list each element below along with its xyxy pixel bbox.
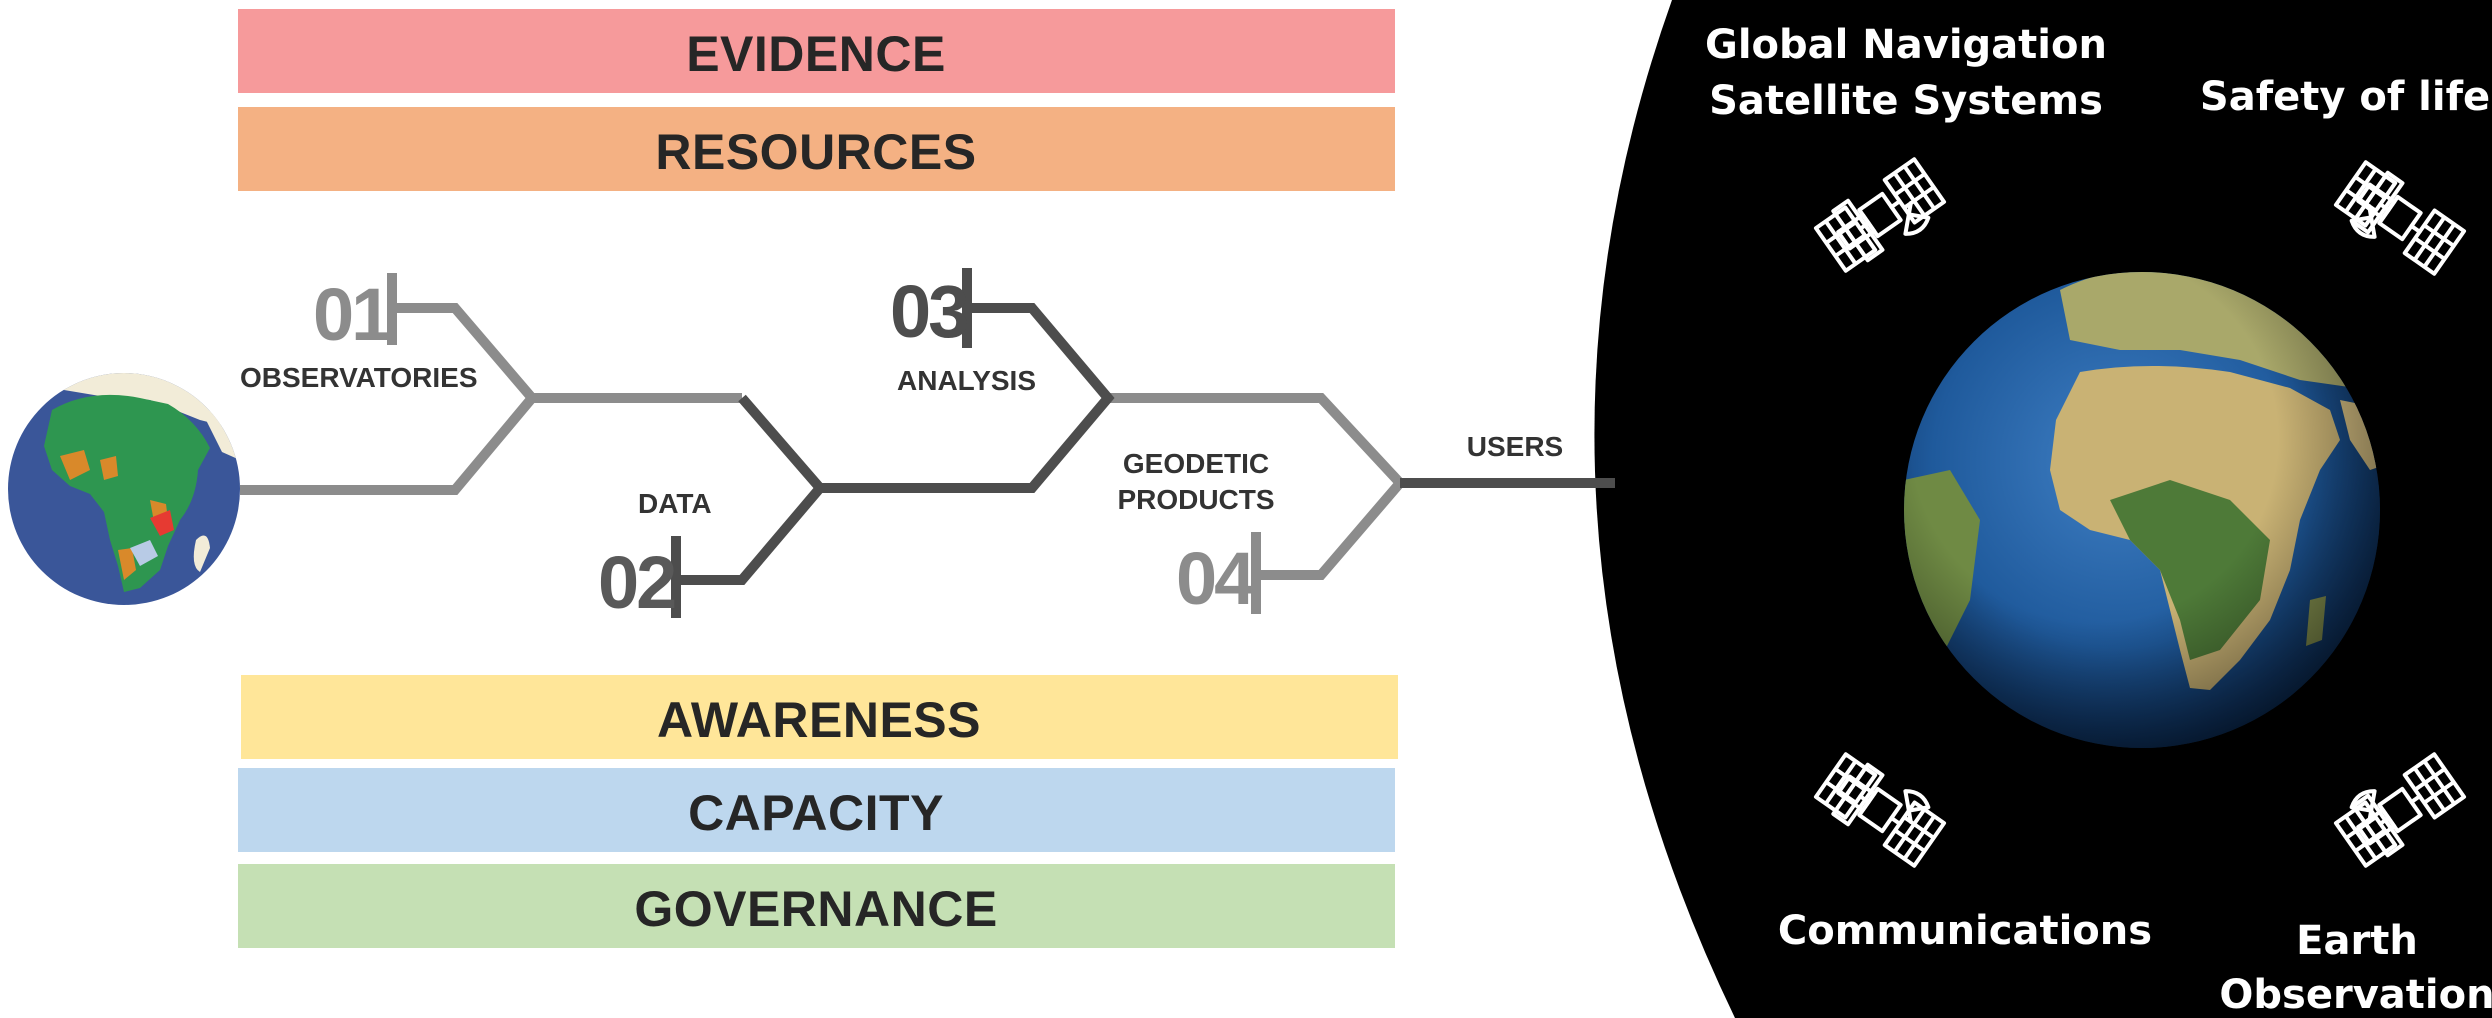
governance-band: [238, 864, 1395, 948]
step-04-number: 04: [1176, 537, 1255, 620]
safety-label: Safety of life: [2200, 74, 2490, 120]
capacity-band: [238, 768, 1395, 852]
satellite-icon-safety: [2331, 157, 2469, 279]
evidence-band: [238, 9, 1395, 93]
step-01-number: 01: [313, 273, 391, 356]
awareness-band: [241, 675, 1398, 759]
gnss-label-line2: Satellite Systems: [1709, 78, 2103, 124]
step-04-label-line1: GEODETIC: [1123, 448, 1269, 479]
earth-observation-label-line2: Observation: [2219, 972, 2492, 1018]
step-04-label-line2: PRODUCTS: [1117, 484, 1274, 515]
step-02-label: DATA: [638, 488, 712, 519]
africa-globe-icon: [8, 373, 240, 605]
awareness-label: AWARENESS: [657, 692, 981, 748]
satellite-icon-communications: [1811, 749, 1949, 871]
gnss-label-line1: Global Navigation: [1705, 22, 2107, 68]
earth-observation-label-line1: Earth: [2296, 918, 2418, 964]
step-02-number: 02: [598, 541, 675, 624]
evidence-label: EVIDENCE: [686, 26, 946, 82]
governance-label: GOVERNANCE: [634, 881, 997, 937]
step-03-label: ANALYSIS: [897, 365, 1036, 396]
communications-label: Communications: [1778, 908, 2152, 954]
step-03-number: 03: [890, 270, 967, 353]
resources-label: RESOURCES: [655, 124, 976, 180]
pipeline: [240, 268, 1615, 618]
users-label: USERS: [1467, 431, 1563, 462]
resources-band: [238, 107, 1395, 191]
step-01-label: OBSERVATORIES: [240, 362, 478, 393]
capacity-label: CAPACITY: [688, 785, 944, 841]
satellite-icon-earth-observation: [2331, 749, 2469, 871]
satellite-icon-gnss: [1811, 154, 1949, 276]
